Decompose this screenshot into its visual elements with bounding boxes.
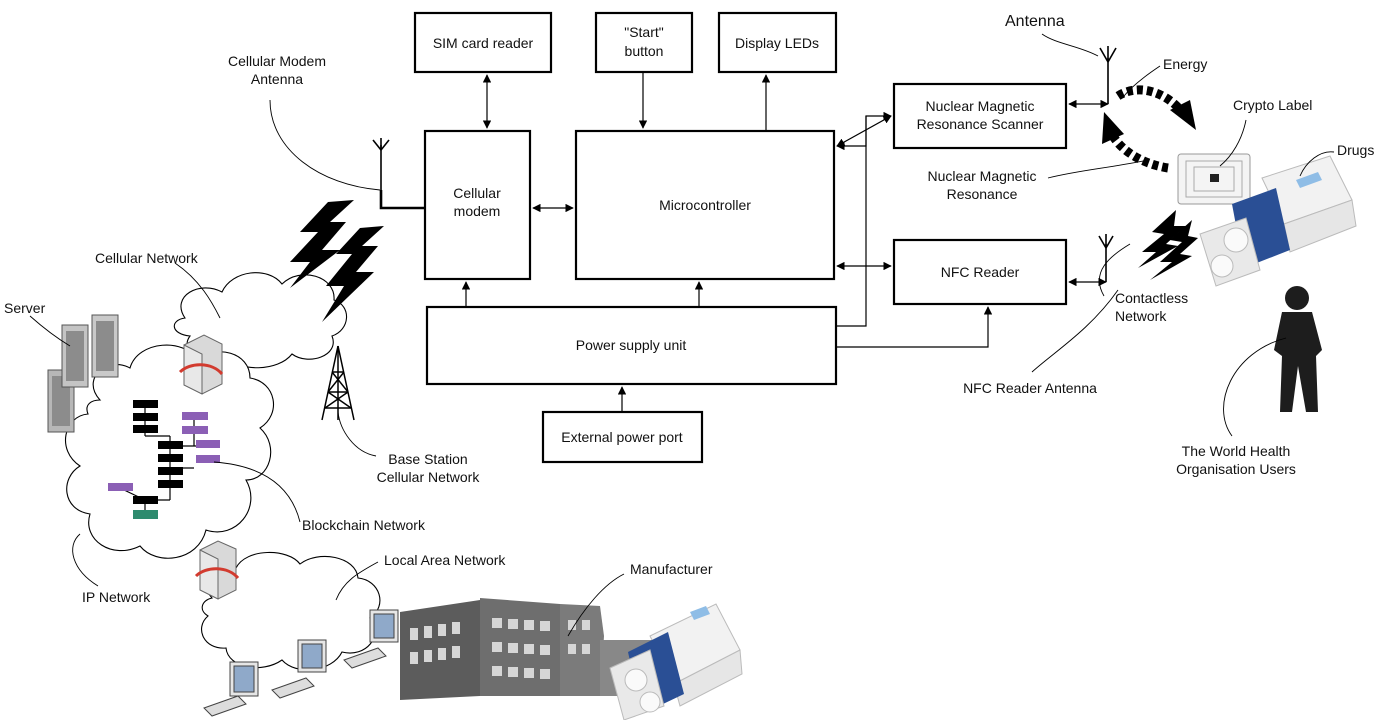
cellular-modem-antenna-icon [372, 138, 390, 190]
who-users-label-line2: Organisation Users [1176, 461, 1296, 477]
nmr-scanner-block [892, 82, 1068, 150]
who-user-person-icon [1274, 286, 1322, 412]
manufacturer-label: Manufacturer [630, 561, 713, 577]
nmr-scanner-label-line2: Resonance Scanner [917, 116, 1044, 132]
server-label: Server [4, 300, 46, 316]
sim-card-reader-block [413, 11, 553, 74]
microcontroller-block [574, 129, 836, 281]
cellular-modem-block [423, 129, 532, 281]
blockchain-graph [108, 400, 220, 519]
antenna-to-modem-link [379, 190, 425, 210]
drugs-label: Drugs [1337, 142, 1374, 158]
cellular-network-label: Cellular Network [95, 250, 199, 266]
cellular-modem-label-line2: modem [454, 203, 501, 219]
nfc-antenna-label: NFC Reader Antenna [963, 380, 1097, 396]
cellular-antenna-label-line2: Antenna [251, 71, 303, 87]
blockchain-network-label: Blockchain Network [302, 517, 426, 533]
nmr-scanner-label-line1: Nuclear Magnetic [926, 98, 1035, 114]
base-station-label-line1: Base Station [388, 451, 467, 467]
who-users-label-line1: The World Health [1182, 443, 1291, 459]
nfc-reader-block [892, 238, 1068, 306]
gateway-server-top-icon [178, 334, 224, 395]
contactless-label-line2: Network [1115, 308, 1167, 324]
sim-card-reader-label: SIM card reader [433, 35, 534, 51]
crypto-label-label: Crypto Label [1233, 97, 1312, 113]
block-connections [461, 72, 1109, 412]
lan-computer-icons [203, 609, 399, 717]
crypto-label-icon [1177, 153, 1251, 205]
microcontroller-label: Microcontroller [659, 197, 751, 213]
power-supply-block [425, 305, 838, 386]
contactless-lightning-icon [1138, 210, 1198, 280]
cellular-modem-label-line1: Cellular [453, 185, 501, 201]
nmr-return-arrow-icon [1102, 112, 1169, 173]
start-button-block [594, 11, 694, 74]
nfc-reader-label: NFC Reader [941, 264, 1020, 280]
energy-label: Energy [1163, 56, 1207, 72]
local-area-network-label: Local Area Network [384, 552, 506, 568]
server-rack-icon [47, 314, 119, 433]
drug-package-bottom-icon [609, 603, 743, 720]
display-leds-label: Display LEDs [735, 35, 819, 51]
gateway-server-bottom-icon [194, 540, 240, 600]
power-supply-label: Power supply unit [576, 337, 687, 353]
energy-arrow-icon [1115, 85, 1196, 130]
contactless-label-line1: Contactless [1115, 290, 1188, 306]
base-station-tower-icon [321, 345, 355, 421]
annotation-leader-lines [29, 33, 1335, 637]
start-button-label-line1: "Start" [624, 24, 664, 40]
cellular-lightning-icon [290, 200, 384, 322]
antenna-label: Antenna [1005, 13, 1065, 30]
drug-package-right-icon [1199, 155, 1357, 287]
nmr-label-line2: Resonance [947, 186, 1018, 202]
external-power-label: External power port [561, 429, 683, 445]
nmr-antenna-icon [1099, 46, 1117, 104]
cellular-antenna-label-line1: Cellular Modem [228, 53, 326, 69]
start-button-label-line2: button [625, 43, 664, 59]
display-leds-block [717, 11, 838, 74]
base-station-label-line2: Cellular Network [377, 469, 481, 485]
ip-network-label: IP Network [82, 589, 151, 605]
nmr-label-line1: Nuclear Magnetic [928, 168, 1037, 184]
